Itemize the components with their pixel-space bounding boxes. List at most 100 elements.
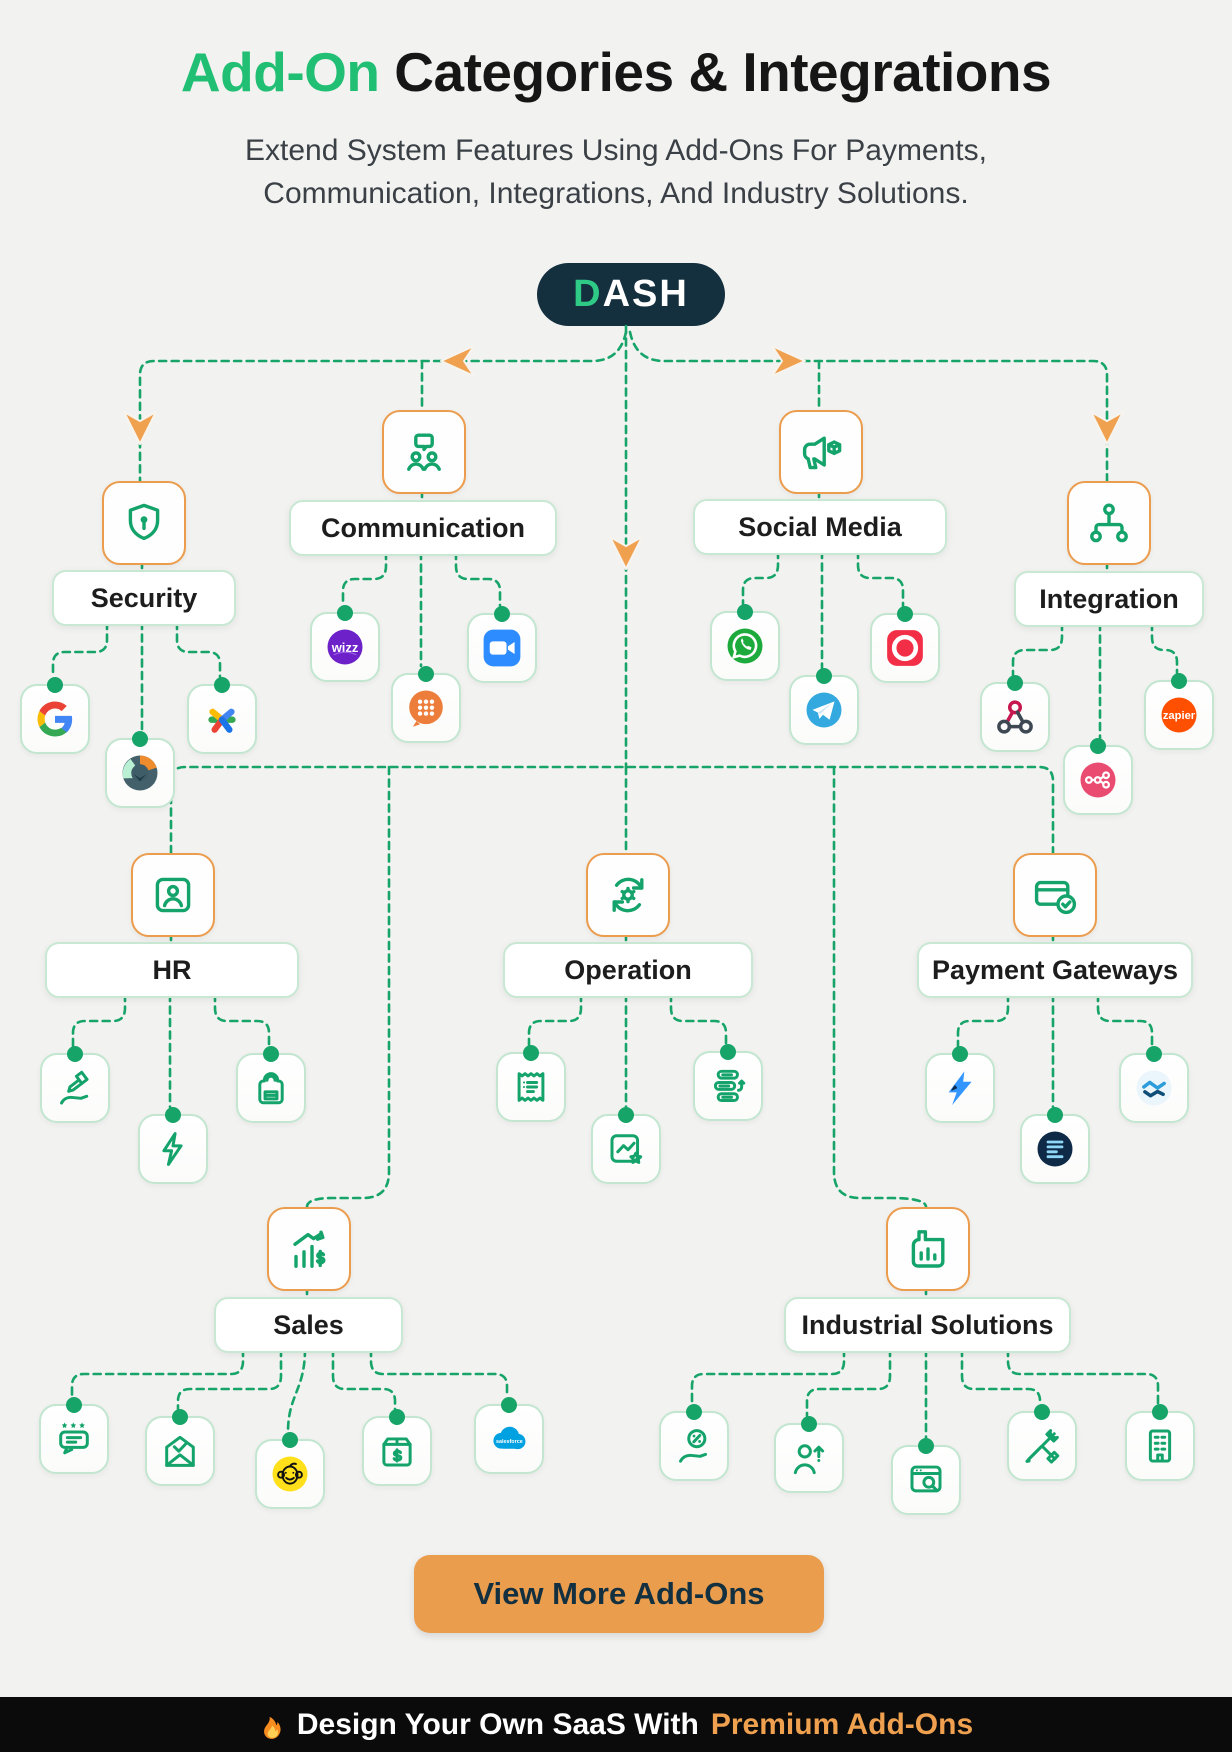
razorpay-icon bbox=[948, 1071, 972, 1106]
security-label-text: Security bbox=[90, 582, 198, 613]
integration-company-building bbox=[1125, 1411, 1195, 1481]
integration-dialpad bbox=[391, 673, 461, 743]
arrow-down-integration-icon bbox=[1090, 411, 1124, 445]
integration-lightning bbox=[138, 1114, 208, 1184]
integration-zapier: zapier bbox=[1144, 680, 1214, 750]
reviews-chat-icon bbox=[59, 1422, 89, 1455]
social-media-label-text: Social Media bbox=[738, 511, 902, 542]
integration-wizz: wizz bbox=[310, 612, 380, 682]
salesforce-icon: salesforce bbox=[493, 1426, 526, 1450]
operation-label: Operation bbox=[503, 942, 753, 998]
security-label: Security bbox=[52, 570, 236, 626]
sales-label: Sales bbox=[214, 1297, 403, 1353]
operation-label-text: Operation bbox=[564, 954, 692, 985]
card-check-icon bbox=[1034, 880, 1077, 915]
footer-bar: Design Your Own SaaS With Premium Add-On… bbox=[0, 1697, 1232, 1752]
hr-label: HR bbox=[45, 942, 299, 998]
header: Add-On Categories & Integrations Extend … bbox=[0, 40, 1232, 215]
integration-hand-signature bbox=[40, 1053, 110, 1123]
integration-backpack bbox=[236, 1053, 306, 1123]
title-rest: Categories & Integrations bbox=[379, 41, 1052, 103]
wizz-icon: wizz bbox=[327, 629, 363, 665]
integration-label: Integration bbox=[1014, 571, 1204, 627]
n8n-icon bbox=[1080, 762, 1116, 798]
arrow-right-icon bbox=[771, 345, 806, 377]
arrow-down-center-icon bbox=[609, 536, 643, 570]
person-card-icon bbox=[155, 877, 191, 913]
integration-workflow-queue bbox=[693, 1051, 763, 1121]
integration-telegram bbox=[789, 675, 859, 745]
recaptcha-icon bbox=[122, 755, 158, 791]
industrial-child-connectors bbox=[690, 1347, 1160, 1440]
whatsapp-icon bbox=[727, 628, 763, 664]
flow-arrows bbox=[123, 345, 1124, 570]
industrial-flask-icon bbox=[911, 1230, 945, 1268]
subtitle-line-1: Extend System Features Using Add-Ons For… bbox=[245, 134, 987, 167]
payment-gateways-label: Payment Gateways bbox=[917, 942, 1193, 998]
communication-category bbox=[382, 410, 466, 494]
zapier-icon: zapier bbox=[1161, 697, 1197, 733]
dash-logo-rest: ASH bbox=[602, 273, 689, 315]
backpack-icon bbox=[258, 1072, 284, 1105]
integration-email-verified bbox=[145, 1416, 215, 1486]
integration-label-text: Integration bbox=[1039, 583, 1179, 614]
page-subtitle: Extend System Features Using Add-Ons For… bbox=[0, 130, 1232, 215]
maintenance-tools-icon bbox=[1025, 1429, 1060, 1464]
integration-salesforce: salesforce bbox=[474, 1404, 544, 1474]
integration-report-image bbox=[591, 1114, 661, 1184]
security-category bbox=[102, 481, 186, 565]
company-building-icon bbox=[1148, 1429, 1172, 1463]
handshake-pay-icon bbox=[1136, 1070, 1172, 1106]
tier1-connectors bbox=[138, 324, 1109, 769]
email-verified-icon bbox=[165, 1435, 195, 1467]
zapier-text: zapier bbox=[1163, 710, 1196, 722]
integration-razorpay bbox=[925, 1053, 995, 1123]
subtitle-line-2: Communication, Integrations, And Industr… bbox=[263, 176, 969, 210]
integration-maintenance-tools bbox=[1007, 1411, 1077, 1481]
sitemap-icon bbox=[1090, 503, 1128, 543]
voucher-icon bbox=[517, 1072, 545, 1102]
arrow-down-security-icon bbox=[123, 411, 157, 445]
payment-gateways-category bbox=[1013, 853, 1097, 937]
integration-handshake-pay bbox=[1119, 1053, 1189, 1123]
industrial-label: Industrial Solutions bbox=[784, 1297, 1071, 1353]
chat-users-icon bbox=[407, 433, 441, 471]
salesforce-text: salesforce bbox=[496, 1439, 523, 1445]
footer-highlight: Premium Add-Ons bbox=[710, 1707, 974, 1741]
twilio-icon bbox=[887, 630, 923, 666]
communication-label-text: Communication bbox=[320, 512, 525, 543]
sales-category bbox=[267, 1207, 351, 1291]
integration-n8n bbox=[1063, 745, 1133, 815]
integration-package-dollar bbox=[362, 1416, 432, 1486]
social-media-category bbox=[779, 410, 863, 494]
sync-gear-icon bbox=[612, 877, 644, 913]
dialpad-dots-icon bbox=[409, 690, 443, 727]
integration-reviews bbox=[39, 1404, 109, 1474]
integration-paystack bbox=[1020, 1114, 1090, 1184]
zoom-icon bbox=[483, 629, 521, 667]
integration-webhooks bbox=[980, 682, 1050, 752]
social-media-label: Social Media bbox=[693, 499, 947, 555]
dash-logo-d: D bbox=[573, 273, 603, 315]
google-authenticator-icon bbox=[208, 708, 236, 733]
communication-label: Communication bbox=[289, 500, 557, 556]
workflow-queue-icon bbox=[713, 1069, 746, 1103]
integration-recaptcha bbox=[105, 738, 175, 808]
footer-text: Design Your Own SaaS With bbox=[296, 1707, 699, 1741]
hand-signature-icon bbox=[60, 1070, 89, 1105]
integration-zoom bbox=[467, 613, 537, 683]
title-highlight: Add-On bbox=[180, 41, 380, 103]
integration-hiring-person bbox=[774, 1423, 844, 1493]
sales-label-text: Sales bbox=[273, 1309, 344, 1340]
webhooks-icon bbox=[997, 700, 1033, 734]
integration-mailchimp bbox=[255, 1439, 325, 1509]
industrial-label-text: Industrial Solutions bbox=[801, 1309, 1054, 1340]
paystack-icon bbox=[1037, 1131, 1073, 1167]
package-dollar-icon bbox=[382, 1437, 412, 1467]
view-more-addons-button[interactable]: View More Add-Ons bbox=[414, 1555, 824, 1633]
integration-voucher bbox=[496, 1052, 566, 1122]
hr-label-text: HR bbox=[152, 954, 192, 985]
integration-commission-hand bbox=[659, 1411, 729, 1481]
